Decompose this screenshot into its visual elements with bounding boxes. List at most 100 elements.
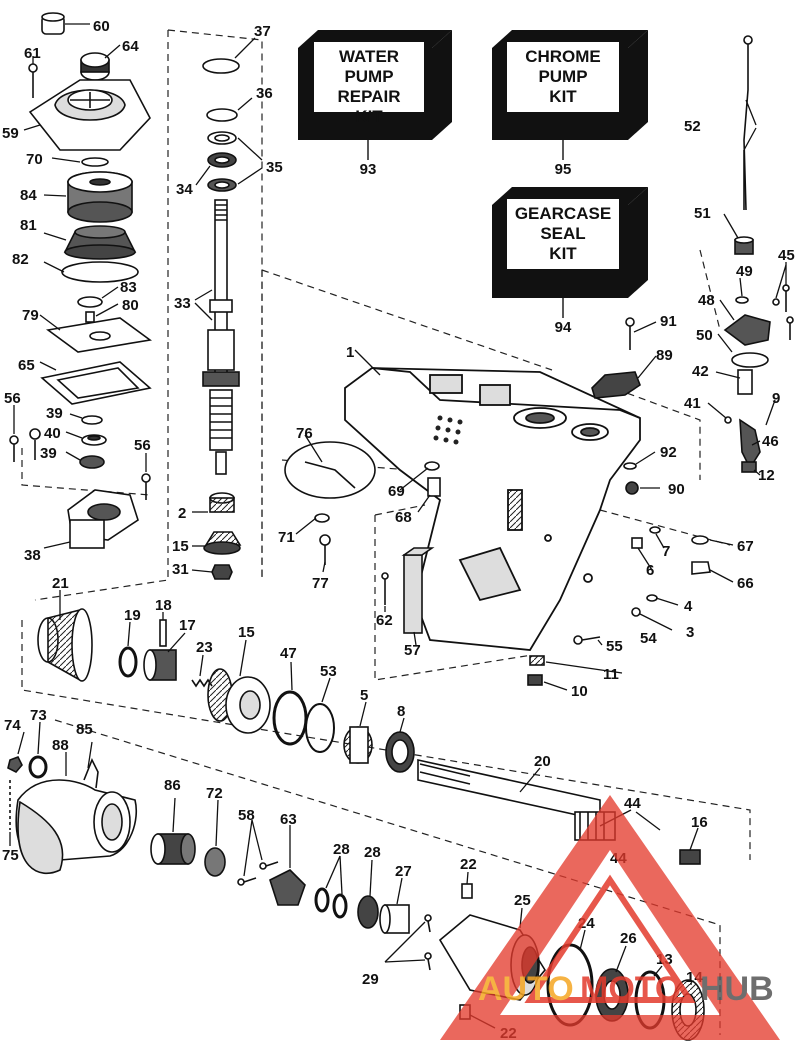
callout: 50 <box>696 327 713 344</box>
callout: 91 <box>660 313 677 330</box>
kit-number-95: 95 <box>554 161 572 178</box>
callout: 35 <box>266 159 283 176</box>
callout: 89 <box>656 347 673 364</box>
kit-line: SEAL <box>540 224 586 243</box>
shift-parts <box>284 35 794 686</box>
kit-label-chrome-pump: CHROME PUMP KIT <box>507 47 619 107</box>
callout: 8 <box>397 703 405 720</box>
callout: 76 <box>296 425 313 442</box>
callout: 63 <box>280 811 297 828</box>
callout: 46 <box>762 433 779 450</box>
callout: 47 <box>280 645 297 662</box>
kit-label-water-pump: WATER PUMP REPAIR KIT <box>314 47 424 127</box>
callout: 69 <box>388 483 405 500</box>
kit-box-gearcase-seal <box>492 187 648 298</box>
callout: 90 <box>668 481 685 498</box>
kit-box-water-pump <box>298 30 452 140</box>
callout: 56 <box>134 437 151 454</box>
callout: 58 <box>238 807 255 824</box>
callout: 52 <box>684 118 701 135</box>
callout: 17 <box>179 617 196 634</box>
kit-line: KIT <box>549 87 577 106</box>
callout: 86 <box>164 777 181 794</box>
callout: 27 <box>395 863 412 880</box>
callout: 83 <box>120 279 137 296</box>
callout: 75 <box>2 847 19 864</box>
callout: 15 <box>238 624 255 641</box>
callout: 5 <box>360 687 368 704</box>
callout: 21 <box>52 575 69 592</box>
kit-line: KIT <box>355 107 383 126</box>
kit-line: GEARCASE <box>514 204 612 223</box>
callout: 28 <box>333 841 350 858</box>
callout: 59 <box>2 125 19 142</box>
callout: 1 <box>346 344 354 361</box>
callout: 53 <box>320 663 337 680</box>
callout: 25 <box>514 892 531 909</box>
callout: 33 <box>174 295 191 312</box>
callout: 62 <box>376 612 393 629</box>
callout: 65 <box>18 357 35 374</box>
callout: 73 <box>30 707 47 724</box>
watermark-triangle <box>440 795 780 1040</box>
callout: 7 <box>662 543 670 560</box>
callout: 55 <box>606 638 623 655</box>
kit-box-chrome-pump <box>492 30 648 140</box>
gearcase-housing <box>344 367 641 651</box>
kit-line: KIT <box>549 244 577 263</box>
callout: 6 <box>646 562 654 579</box>
callout: 64 <box>122 38 139 55</box>
callout: 84 <box>20 187 37 204</box>
callout: 34 <box>176 181 193 198</box>
callout: 39 <box>46 405 63 422</box>
callout: 79 <box>22 307 39 324</box>
callout: 31 <box>172 561 189 578</box>
callout: 11 <box>603 666 619 683</box>
kit-line: PUMP <box>538 67 588 86</box>
callout: 15 <box>172 538 189 555</box>
callout: 37 <box>254 23 271 40</box>
callout: 85 <box>76 721 93 738</box>
kit-label-gearcase-seal: GEARCASE SEAL KIT <box>507 204 619 264</box>
callout: 71 <box>278 529 295 546</box>
callout: 42 <box>692 363 709 380</box>
callout: 66 <box>737 575 754 592</box>
callout: 74 <box>4 717 21 734</box>
callout: 81 <box>20 217 37 234</box>
callout: 23 <box>196 639 213 656</box>
callout: 22 <box>460 856 477 873</box>
callout: 61 <box>24 45 41 62</box>
callout: 67 <box>737 538 754 555</box>
watermark-text-auto: AUTO <box>478 970 574 1008</box>
callout: 51 <box>694 205 711 222</box>
drive-shaft-parts <box>202 58 242 580</box>
callout: 40 <box>44 425 61 442</box>
callout: 60 <box>93 18 110 35</box>
callout: 12 <box>758 467 775 484</box>
callout: 3 <box>686 624 694 641</box>
callout: 70 <box>26 151 43 168</box>
callout: 80 <box>122 297 139 314</box>
callout: 72 <box>206 785 223 802</box>
propeller-parts <box>7 755 705 1041</box>
leader-lines <box>9 23 787 1029</box>
callout: 57 <box>404 642 421 659</box>
callout: 36 <box>256 85 273 102</box>
callout: 45 <box>778 247 795 264</box>
kit-line: WATER PUMP <box>338 47 400 86</box>
callout: 48 <box>698 292 715 309</box>
callout: 54 <box>640 630 657 647</box>
callout: 26 <box>620 930 637 947</box>
kit-line: CHROME <box>525 47 601 66</box>
callout: 28 <box>364 844 381 861</box>
callout: 88 <box>52 737 69 754</box>
watermark-text-moto: MOTO <box>580 970 681 1008</box>
callout: 16 <box>691 814 708 831</box>
callout: 44 <box>624 795 641 812</box>
callout: 19 <box>124 607 141 624</box>
watermark-text-hub: HUB <box>700 970 774 1008</box>
callout: 29 <box>362 971 379 988</box>
water-pump-parts <box>9 12 153 549</box>
callout: 49 <box>736 263 753 280</box>
